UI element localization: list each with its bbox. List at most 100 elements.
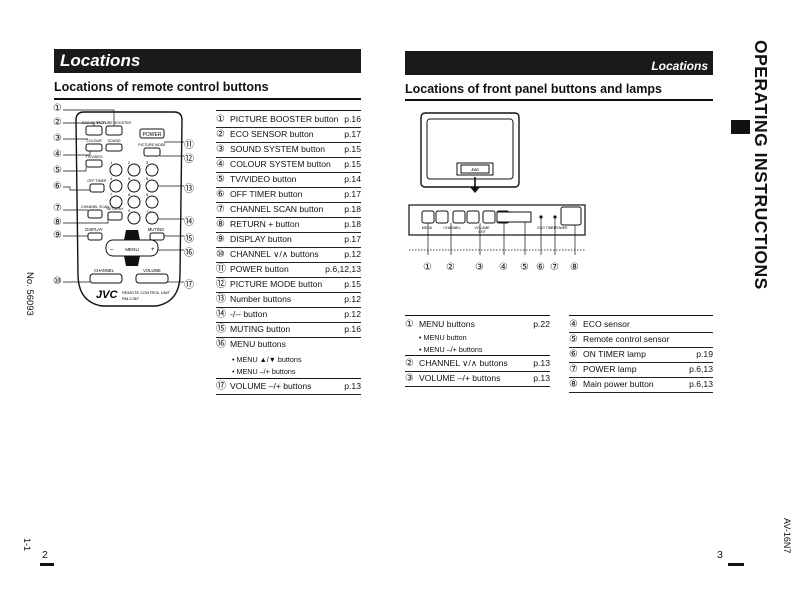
right-section-rule [405,99,713,101]
right-page-number: 3 [717,549,723,561]
remote-callout-10: ⑩ [53,276,62,287]
tv-front-panel-illustration: JVC MENU CHANNEL VOLUME EXIT ECO TIMER P… [408,112,586,255]
svg-text:7: 7 [110,192,113,197]
model-number: AV-16N7 [782,518,792,554]
svg-text:8: 8 [128,192,131,197]
svg-text:MENU: MENU [422,226,433,230]
svg-text:–: – [110,247,114,253]
panel-callout-6: ⑥ [536,262,545,273]
remote-callout-11: ⑪ [184,140,194,151]
panel-callout-1: ① [423,262,432,273]
svg-text:TIMER: TIMER [546,226,557,230]
page-prefix: 1-1 [22,538,32,552]
remote-callout-3: ③ [53,133,62,144]
remote-callout-8: ⑧ [53,217,62,228]
svg-text:+: + [151,247,155,253]
svg-text:2: 2 [128,160,131,165]
right-page-marker [728,563,744,566]
svg-text:5: 5 [128,176,131,181]
remote-callout-1: ① [53,103,62,114]
remote-callout-7: ⑦ [53,203,62,214]
menu-subitem: • MENU ▲/▼ buttons [232,355,302,364]
panel-callout-7: ⑦ [550,262,559,273]
remote-callout-12: ⑫ [184,154,194,165]
svg-text:-/--: -/-- [146,208,152,213]
svg-text:MENU: MENU [125,247,139,252]
svg-text:9: 9 [146,192,149,197]
remote-tvvideo-label: TV/VIDEO [86,155,103,159]
remote-model-label: RM-C367 [122,296,140,301]
left-section-title: Locations of remote control buttons [54,80,269,94]
remote-muting-label: MUTING [148,227,165,232]
remote-callout-17: ⑰ [184,280,194,291]
menu-subitem: • MENU button [419,333,467,342]
side-tab-marker [731,120,750,134]
remote-brand-logo: JVC [96,289,118,301]
remote-callout-14: ⑭ [184,217,194,228]
remote-scan-label: CHANNEL SCAN [81,205,109,209]
panel-callout-8: ⑧ [570,262,579,273]
svg-text:EXIT: EXIT [478,230,486,234]
svg-text:3: 3 [146,160,149,165]
svg-text:4: 4 [110,176,113,181]
remote-volume-label: VOLUME [143,268,161,273]
remote-colour-label: COLOUR [86,139,102,143]
left-section-rule [54,98,361,100]
menu-subitem: • MENU –/+ buttons [232,367,296,376]
remote-callout-13: ⑬ [184,184,194,195]
remote-return-label: RETURN+ [106,207,123,211]
panel-callout-3: ③ [475,262,484,273]
remote-callout-15: ⑮ [184,234,194,245]
remote-callout-4: ④ [53,149,62,160]
remote-channel-label: CHANNEL [94,268,115,273]
right-section-title: Locations of front panel buttons and lam… [405,82,662,96]
right-band-title: Locations [405,51,713,75]
remote-control-illustration: POWER PICTURE MODE ECO SENSOR PICTURE BO… [63,109,184,307]
side-section-title: OPERATING INSTRUCTIONS [751,40,771,290]
left-page-marker [40,563,54,566]
panel-callout-5: ⑤ [520,262,529,273]
remote-callout-lines [63,109,184,283]
remote-offtimer-label: OFF TIMER [87,179,107,183]
panel-callout-2: ② [446,262,455,273]
remote-callout-5: ⑤ [53,165,62,176]
svg-text:6: 6 [146,176,149,181]
remote-callout-9: ⑨ [53,230,62,241]
svg-text:CHANNEL: CHANNEL [443,226,460,230]
left-page-number: 2 [42,549,48,561]
svg-text:VOLUME: VOLUME [474,226,490,230]
remote-sound-label: SOUND [108,139,121,143]
remote-callout-6: ⑥ [53,181,62,192]
document-code: No. 56093 [24,272,35,316]
remote-unit-label: REMOTE CONTROL UNIT [122,290,171,295]
svg-text:1: 1 [110,160,113,165]
remote-power-label: POWER [143,132,162,138]
tv-logo: JVC [471,167,479,172]
remote-display-label: DISPLAY [85,227,103,232]
remote-menu-cross: MENU – + [105,230,159,266]
svg-text:0: 0 [128,208,131,213]
svg-text:POWER: POWER [555,226,568,230]
